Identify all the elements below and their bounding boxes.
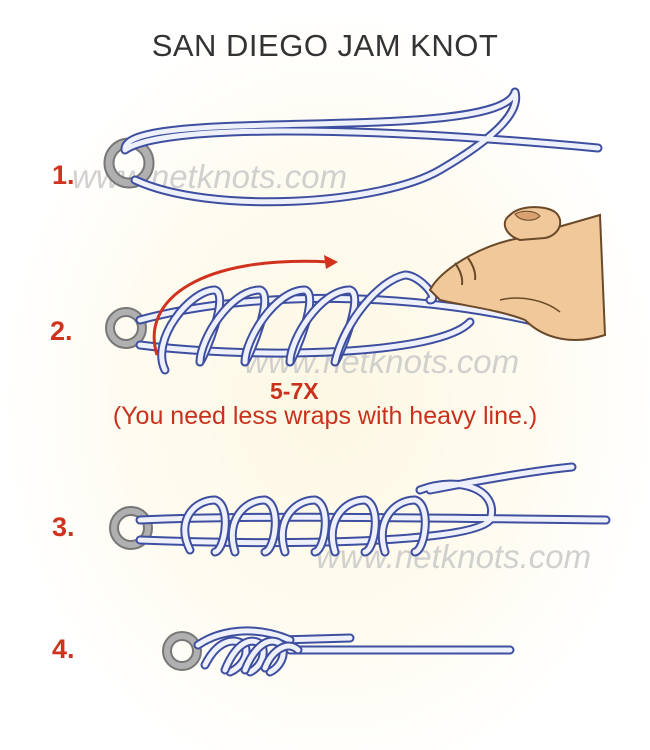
- step-3-number: 3.: [52, 512, 75, 543]
- wraps-note: (You need less wraps with heavy line.): [0, 402, 650, 431]
- step-1-illustration: [109, 92, 598, 202]
- step-2-number: 2.: [50, 316, 73, 347]
- step-2-illustration: [110, 207, 605, 370]
- cinched-knot: [198, 631, 298, 672]
- wraps-count-label: 5-7X: [270, 378, 319, 405]
- step-1-number: 1.: [52, 160, 75, 191]
- step-4-illustration: [167, 631, 510, 672]
- fishing-line: [125, 92, 598, 202]
- step-3-illustration: [114, 467, 606, 552]
- line-wraps: [162, 275, 433, 370]
- arrow-head-icon: [324, 255, 338, 269]
- fishing-line-fill: [125, 92, 598, 202]
- step-4-number: 4.: [52, 634, 75, 665]
